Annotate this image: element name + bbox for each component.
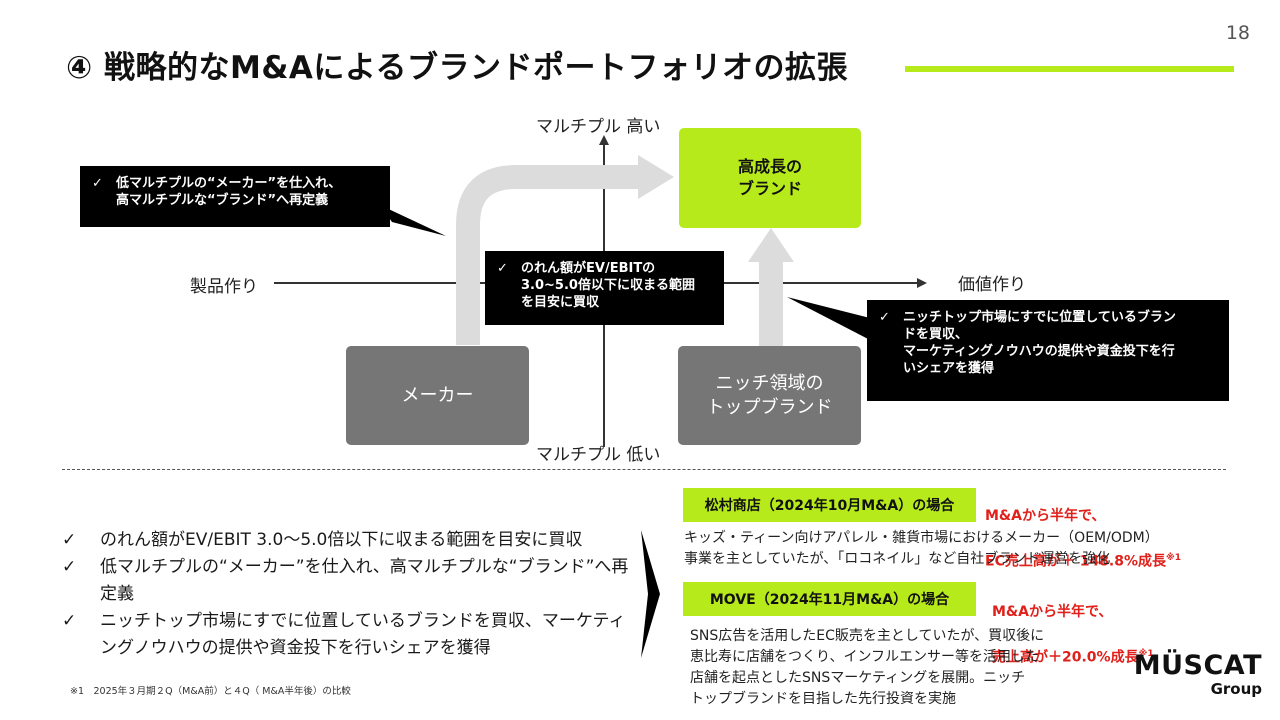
maker-to-brand-arrow-head xyxy=(638,155,674,199)
niche-to-brand-arrow-shaft xyxy=(759,260,783,346)
strategy-bullet-list: ✓ のれん額がEV/EBIT 3.0〜5.0倍以下に収まる範囲を目安に買収 ✓ … xyxy=(62,527,632,662)
niche-top-brand-box: ニッチ領域の トップブランド xyxy=(678,346,861,445)
title-accent-bar xyxy=(905,66,1234,72)
callout-goodwill-range: ✓ のれん額がEV/EBITの 3.0~5.0倍以下に収まる範囲 を目安に買収 xyxy=(485,251,724,325)
case-result-line1: M&Aから半年で、 xyxy=(992,604,1113,620)
check-icon: ✓ xyxy=(62,557,77,577)
callout-niche-acquisition-text: ニッチトップ市場にすでに位置しているブラン ドを買収、 マーケティングノウハウの… xyxy=(903,310,1176,376)
page-number: 18 xyxy=(1225,22,1250,44)
axis-label-low-multiple: マルチプル 低い xyxy=(536,445,661,465)
list-item: ✓ のれん額がEV/EBIT 3.0〜5.0倍以下に収まる範囲を目安に買収 xyxy=(62,527,632,554)
logo-subtitle: Group xyxy=(1210,680,1262,698)
bullet-text: 低マルチプルの“メーカー”を仕入れ、高マルチプルな“ブランド”へ再定義 xyxy=(100,557,629,604)
case-result-move: M&Aから半年で、 売上高が＋20.0%成長※1 xyxy=(992,581,1154,690)
callout-niche-acquisition: ✓ ニッチトップ市場にすでに位置しているブラン ドを買収、 マーケティングノウハ… xyxy=(867,300,1229,401)
case-tag-matsumura: 松村商店（2024年10月M&A）の場合 xyxy=(683,488,976,522)
case-description-matsumura: キッズ・ティーン向けアパレル・雑貨市場におけるメーカー（OEM/ODM） 事業を… xyxy=(684,530,1159,567)
check-icon: ✓ xyxy=(92,176,103,191)
axis-label-high-multiple: マルチプル 高い xyxy=(536,117,661,137)
case-result-line2: 売上高が＋20.0%成長※1 xyxy=(992,649,1154,666)
maker-box: メーカー xyxy=(346,346,529,445)
section-divider xyxy=(62,469,1226,470)
chevron-right-icon xyxy=(641,530,660,658)
axis-label-product-making: 製品作り xyxy=(190,277,258,297)
case-result-line2: EC売上高が＋ 148.8%成長※1 xyxy=(985,553,1182,570)
check-icon: ✓ xyxy=(62,530,77,550)
logo-wordmark: MÜSCAT xyxy=(1133,650,1262,681)
page-title: ④ 戦略的なM&Aによるブランドポートフォリオの拡張 xyxy=(66,50,848,86)
left-callout-pointer xyxy=(380,205,446,236)
footnote-marker: ※1 xyxy=(1166,553,1182,563)
case-description-move: SNS広告を活用したEC販売を主としていたが、買収後に 恵比寿に店舗をつくり、イ… xyxy=(690,628,1045,707)
check-icon: ✓ xyxy=(497,261,508,276)
check-icon: ✓ xyxy=(879,310,890,325)
footnote-marker: ※1 xyxy=(1138,649,1154,659)
maker-to-brand-arrow xyxy=(456,165,638,345)
niche-to-brand-arrow-head xyxy=(748,228,794,262)
footnote: ※1 2025年３月期２Q（M&A前）と４Q（ M&A半年後）の比較 xyxy=(70,686,351,697)
axis-label-value-making: 価値作り xyxy=(958,275,1026,295)
list-item: ✓ ニッチトップ市場にすでに位置しているブランドを買収、マーケティングノウハウの… xyxy=(62,608,632,662)
right-callout-pointer xyxy=(787,297,870,340)
callout-redefine-maker: ✓ 低マルチプルの“メーカー”を仕入れ、 高マルチプルな“ブランド”へ再定義 xyxy=(80,166,390,227)
case-tag-move: MOVE（2024年11月M&A）の場合 xyxy=(683,582,976,616)
bullet-text: ニッチトップ市場にすでに位置しているブランドを買収、マーケティングノウハウの提供… xyxy=(100,611,626,658)
callout-redefine-maker-text: 低マルチプルの“メーカー”を仕入れ、 高マルチプルな“ブランド”へ再定義 xyxy=(116,176,342,208)
case-result-matsumura: M&Aから半年で、 EC売上高が＋ 148.8%成長※1 xyxy=(985,485,1181,594)
list-item: ✓ 低マルチプルの“メーカー”を仕入れ、高マルチプルな“ブランド”へ再定義 xyxy=(62,554,632,608)
case-result-line1: M&Aから半年で、 xyxy=(985,508,1106,524)
callout-goodwill-range-text: のれん額がEV/EBITの 3.0~5.0倍以下に収まる範囲 を目安に買収 xyxy=(521,261,695,310)
high-growth-brand-box: 高成長の ブランド xyxy=(679,128,861,228)
bullet-text: のれん額がEV/EBIT 3.0〜5.0倍以下に収まる範囲を目安に買収 xyxy=(100,530,583,550)
check-icon: ✓ xyxy=(62,611,77,631)
muscat-group-logo: MÜSCAT Group xyxy=(1132,650,1262,699)
